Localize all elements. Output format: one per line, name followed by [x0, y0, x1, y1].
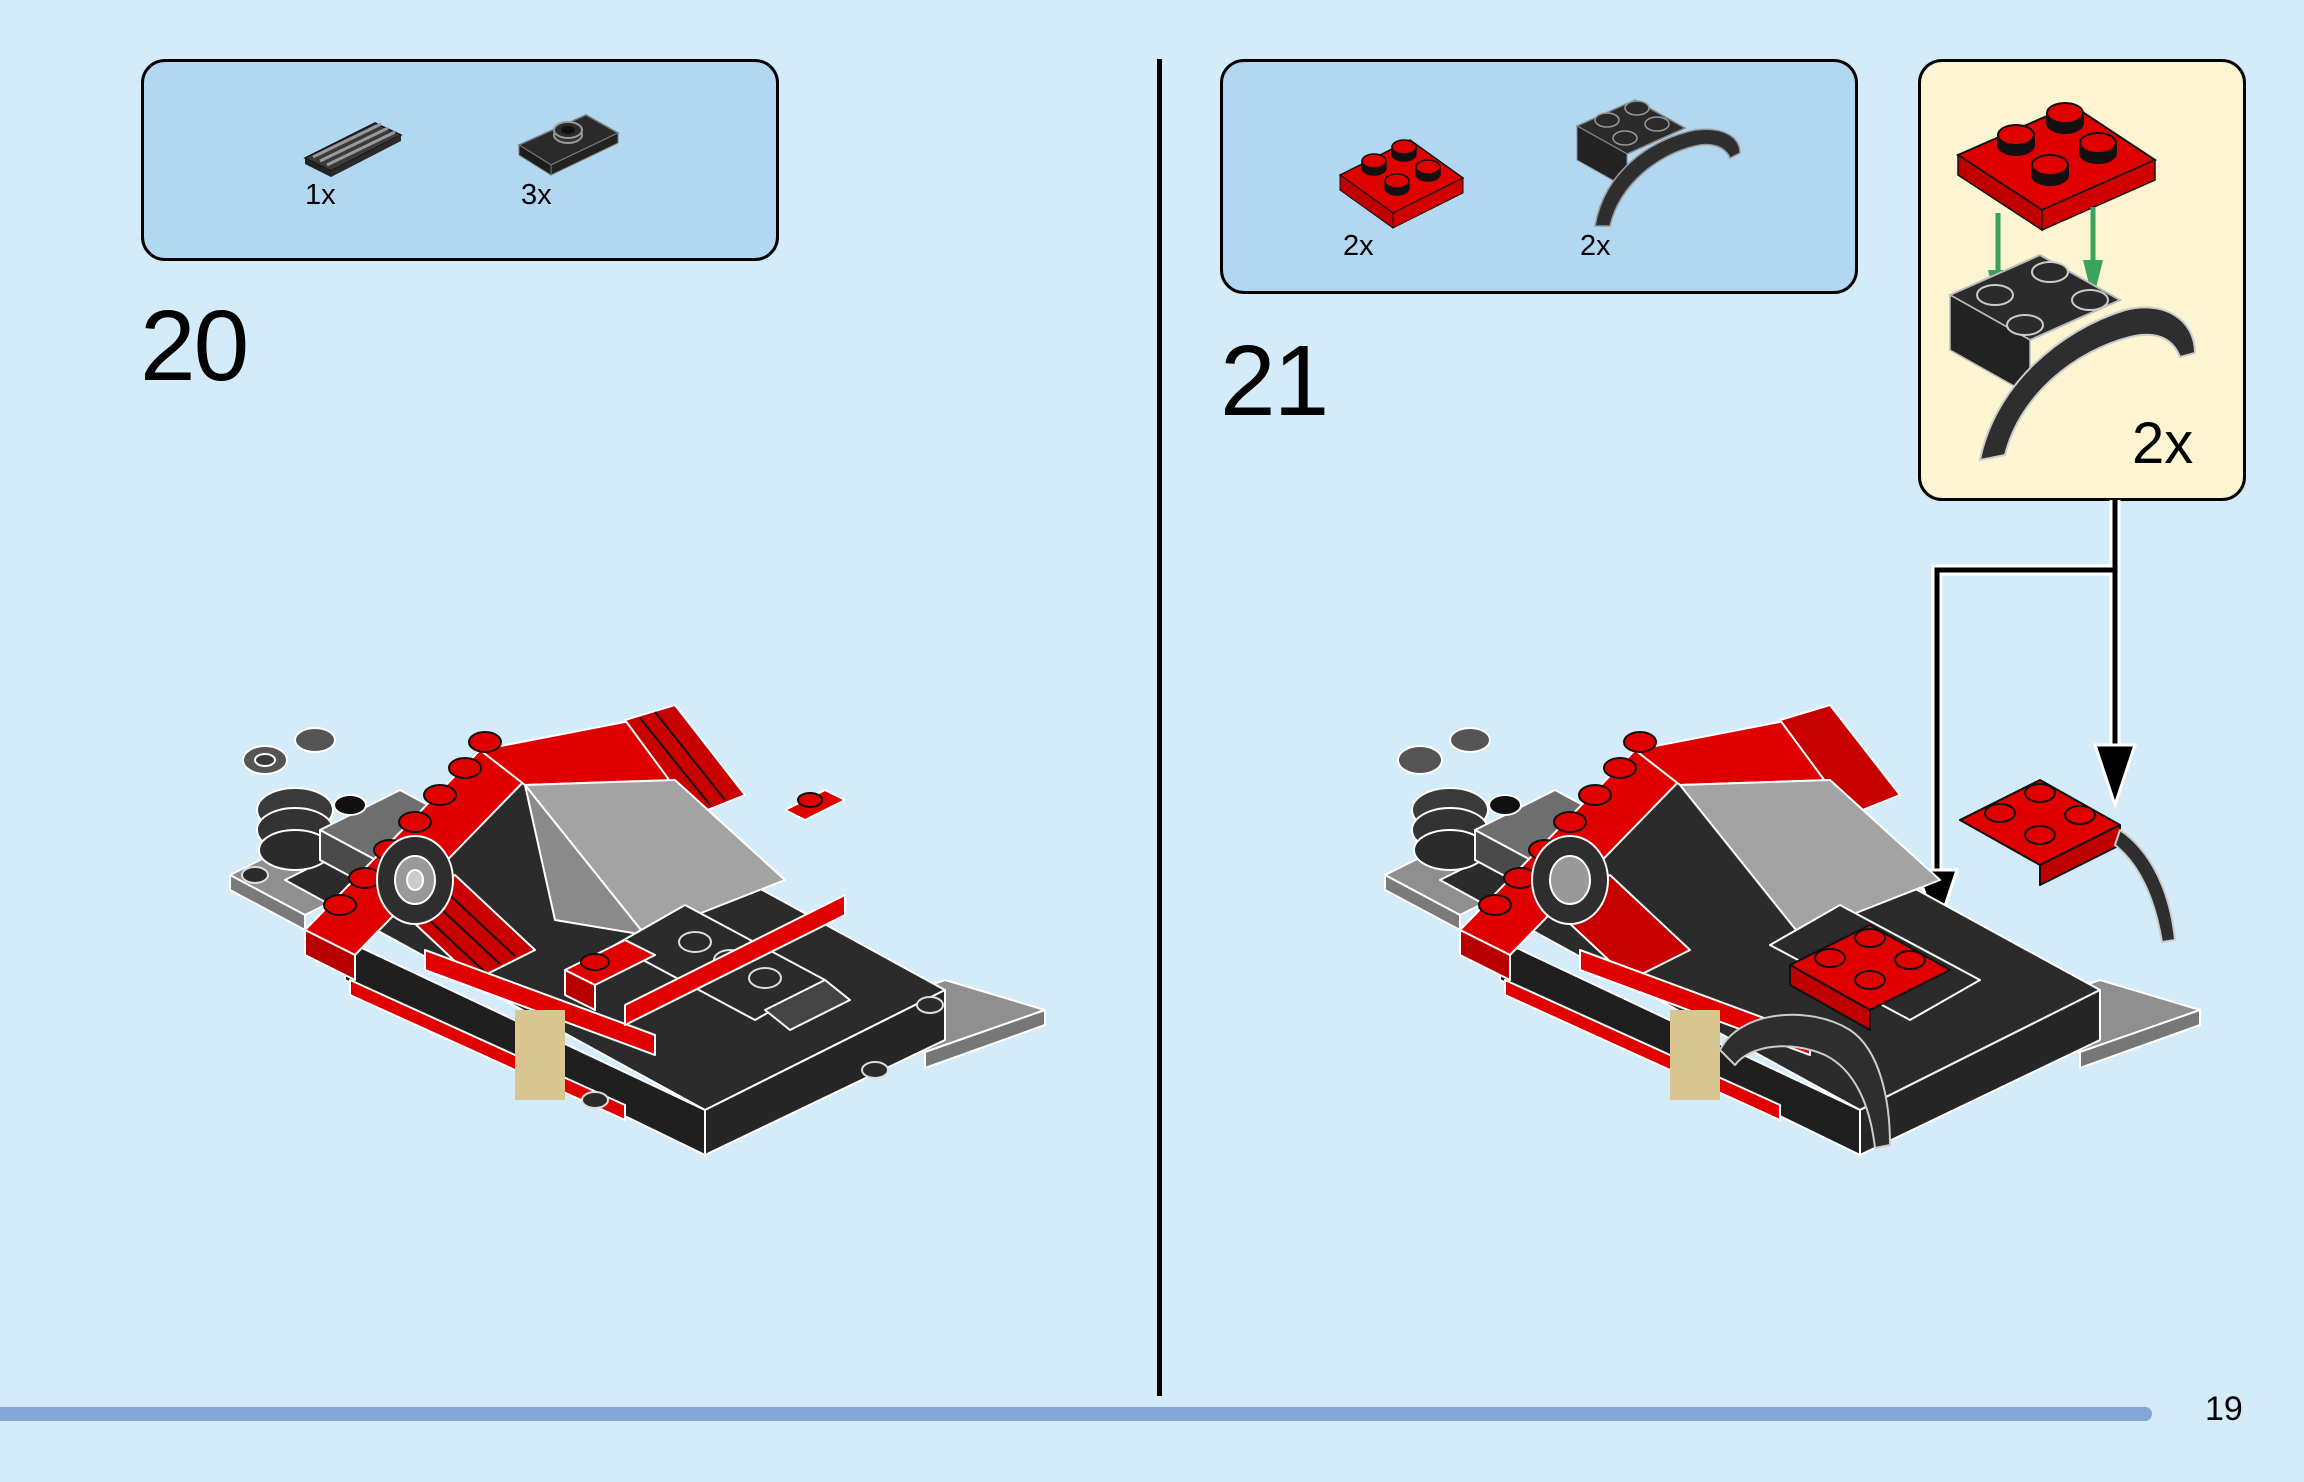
grille-tile-1x2-black-icon: [303, 122, 403, 177]
step-20-parts-list: [141, 59, 779, 261]
jumper-plate-1x2-black-icon: [517, 114, 620, 176]
page-number: 19: [2205, 1390, 2243, 1428]
progress-bar: [0, 1407, 2152, 1421]
step-number: 21: [1220, 325, 1329, 437]
step-21-parts-list: [1220, 59, 1858, 294]
subassembly-quantity: 2x: [2132, 411, 2194, 476]
mudguard-2x4-black-icon: [1575, 99, 1741, 227]
subassembly-diagram-icon: [1947, 102, 2197, 462]
plate-2x2-red-icon: [1338, 139, 1465, 229]
part-quantity: 2x: [1343, 230, 1374, 262]
car-chassis-step21-icon: [1384, 704, 2201, 1156]
step-number: 20: [140, 290, 249, 402]
car-chassis-step20-icon: [229, 704, 1046, 1156]
part-quantity: 3x: [521, 179, 552, 211]
part-quantity: 2x: [1580, 230, 1611, 262]
step-divider: [1157, 59, 1162, 1396]
part-quantity: 1x: [305, 179, 336, 211]
